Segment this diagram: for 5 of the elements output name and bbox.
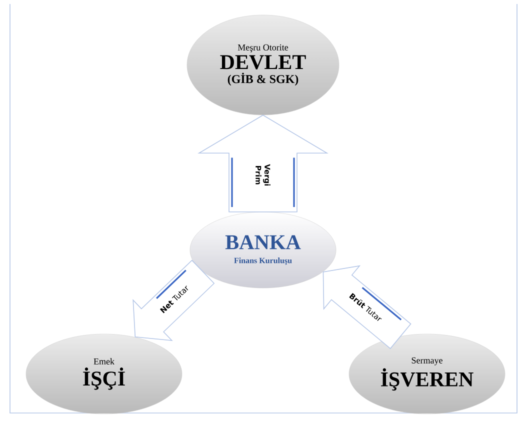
ellipse-node: Sermaye İŞVEREN — [348, 334, 506, 414]
ellipse-node: BANKA Finans Kuruluşu — [190, 212, 336, 288]
block-arrow — [198, 114, 328, 212]
ellipse-node: Emek İŞÇİ — [26, 334, 182, 414]
ellipse-node: Meşru Otorite DEVLET (GİB & SGK) — [186, 14, 340, 116]
